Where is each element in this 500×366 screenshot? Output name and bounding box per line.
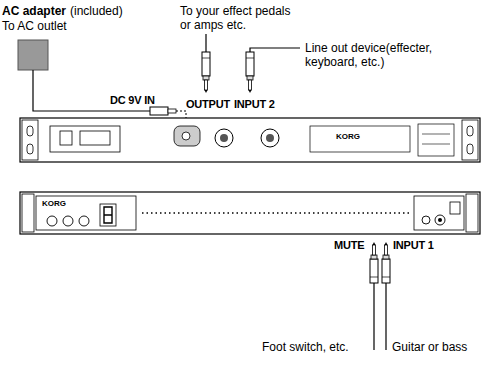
brand-logo: KORG bbox=[42, 199, 66, 209]
rear-panel bbox=[20, 118, 480, 162]
jack-name: INPUT 1 bbox=[393, 238, 434, 252]
front-panel bbox=[20, 192, 480, 234]
callout-note: To your effect pedals or amps etc. bbox=[180, 4, 292, 32]
brand-logo: KORG bbox=[336, 132, 360, 142]
jack-name: MUTE bbox=[334, 238, 364, 252]
ac-adapter bbox=[18, 40, 48, 70]
callout-note: To AC outlet bbox=[2, 19, 67, 33]
callout-note: Line out device(effecter, keyboard, etc.… bbox=[305, 41, 455, 69]
callout-note: Foot switch, etc. bbox=[262, 340, 349, 354]
part-name: AC adapter bbox=[2, 4, 66, 18]
part-note: (included) bbox=[70, 4, 123, 18]
jack-name: INPUT 2 bbox=[234, 97, 275, 111]
callout-note: Guitar or bass bbox=[392, 340, 467, 354]
jack-name: DC 9V IN bbox=[110, 93, 155, 107]
jack-name: OUTPUT bbox=[186, 97, 230, 111]
